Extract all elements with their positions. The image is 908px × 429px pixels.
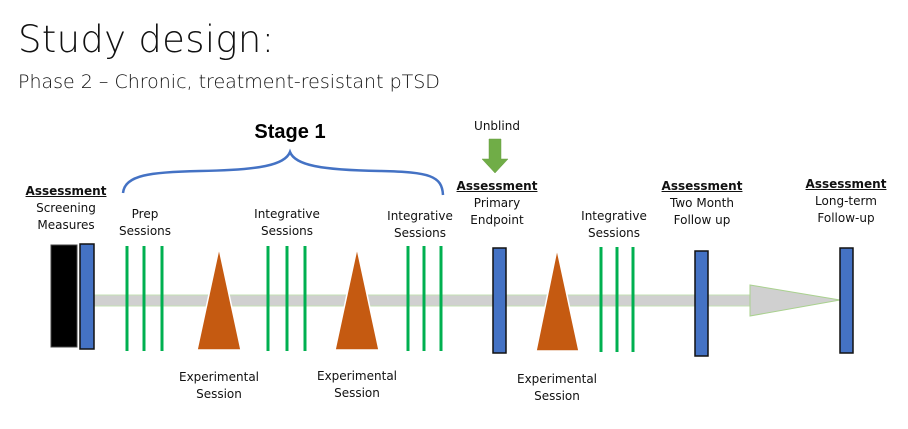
timeline-bar	[93, 294, 751, 307]
assessment-marker-screening	[79, 243, 95, 350]
assessment-marker-two-month	[694, 250, 709, 357]
page-title: Study design:	[18, 18, 275, 61]
assessment-marker-long-term	[839, 247, 854, 354]
assessment-line: Follow up	[673, 213, 731, 227]
assessment-line: Two Month	[670, 196, 734, 210]
session-lines-integrative-3	[599, 247, 635, 352]
assessment-label-screening: Assessment Screening Measures	[26, 183, 107, 234]
unblind-label: Unblind	[474, 119, 520, 133]
experimental-label-line: Session	[334, 386, 380, 400]
assessment-heading: Assessment	[661, 179, 743, 193]
session-label-line: Integrative	[581, 209, 647, 223]
stage-1-brace	[121, 148, 445, 196]
experimental-label-line: Experimental	[316, 369, 398, 383]
session-label-line: Sessions	[393, 226, 447, 240]
experimental-session-marker	[535, 248, 580, 352]
assessment-line: Endpoint	[470, 213, 524, 227]
experimental-label-line: Session	[196, 387, 242, 401]
experimental-label-line: Experimental	[178, 370, 260, 384]
assessment-heading: Assessment	[456, 179, 538, 193]
assessment-line: Screening	[36, 201, 96, 215]
session-label-integrative-2: Integrative Sessions	[387, 208, 453, 242]
page-subtitle: Phase 2 – Chronic, treatment-resistant p…	[18, 71, 440, 93]
assessment-heading: Assessment	[805, 177, 887, 191]
session-lines-prep	[125, 246, 164, 351]
experimental-session-marker	[196, 247, 242, 351]
assessment-marker-primary	[492, 247, 507, 354]
session-label-line: Integrative	[254, 207, 320, 221]
experimental-label-line: Experimental	[516, 372, 598, 386]
assessment-line: Long-term	[815, 194, 877, 208]
assessment-heading: Assessment	[25, 184, 107, 198]
experimental-session-label: Experimental Session	[179, 369, 259, 403]
down-arrow-icon	[481, 138, 509, 174]
assessment-label-primary: Assessment Primary Endpoint	[457, 178, 538, 229]
assessment-line: Primary	[473, 196, 521, 210]
experimental-session-label: Experimental Session	[317, 368, 397, 402]
session-label-prep: Prep Sessions	[119, 206, 171, 240]
session-label-integrative-3: Integrative Sessions	[581, 208, 647, 242]
stage-label: Stage 1	[254, 121, 326, 143]
session-lines-integrative-1	[266, 246, 307, 351]
assessment-label-long-term: Assessment Long-term Follow-up	[806, 176, 887, 227]
experimental-session-label: Experimental Session	[517, 371, 597, 405]
session-label-line: Sessions	[118, 224, 172, 238]
experimental-label-line: Session	[534, 389, 580, 403]
session-lines-integrative-2	[406, 246, 443, 351]
session-label-line: Prep	[131, 207, 159, 221]
session-label-line: Integrative	[387, 209, 453, 223]
screening-block	[50, 244, 78, 348]
timeline-arrow-head	[749, 284, 841, 317]
session-label-integrative-1: Integrative Sessions	[254, 206, 320, 240]
assessment-line: Follow-up	[817, 211, 875, 225]
session-label-line: Sessions	[260, 224, 314, 238]
assessment-line: Measures	[37, 218, 95, 232]
experimental-session-marker	[334, 247, 380, 351]
assessment-label-two-month: Assessment Two Month Follow up	[662, 178, 743, 229]
session-label-line: Sessions	[587, 226, 641, 240]
